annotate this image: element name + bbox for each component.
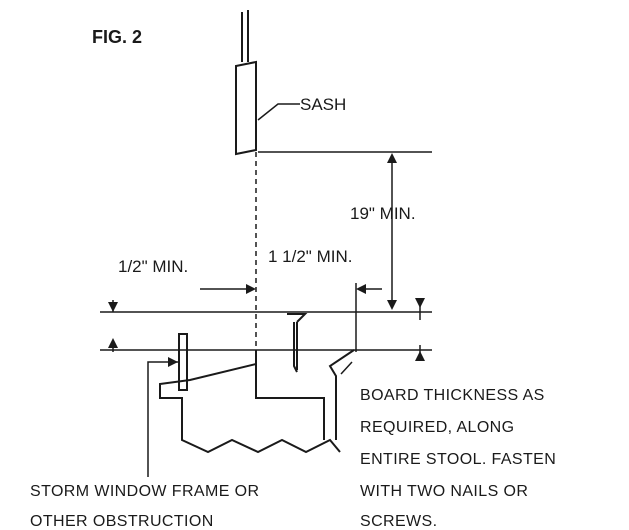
storm-leader-arrow bbox=[168, 357, 178, 367]
stool-profile bbox=[159, 349, 355, 454]
board-leader-line bbox=[340, 361, 353, 375]
right-tick-arrow-upper bbox=[415, 298, 425, 308]
dimension-19-min-label: 19" MIN. bbox=[350, 204, 416, 223]
board-note-line-1: BOARD THICKNESS AS bbox=[360, 387, 545, 404]
storm-leader-line bbox=[147, 361, 178, 477]
half-inch-arrow bbox=[246, 284, 256, 294]
nail bbox=[287, 313, 308, 373]
right-tick-arrow-lower bbox=[415, 351, 425, 361]
storm-note-line-1: STORM WINDOW FRAME OR bbox=[30, 483, 259, 500]
left-arrow-upper bbox=[108, 302, 118, 312]
storm-window-frame bbox=[178, 333, 188, 391]
dimension-19-inch bbox=[387, 153, 397, 310]
board-note-line-4: WITH TWO NAILS OR bbox=[360, 483, 528, 500]
left-arrow-lower bbox=[108, 338, 118, 348]
sash-leader-line bbox=[257, 103, 300, 121]
board-note-line-3: ENTIRE STOOL. FASTEN bbox=[360, 451, 556, 468]
one-half-inch-min-label: 1 1/2" MIN. bbox=[268, 247, 352, 266]
storm-note-line-2: OTHER OBSTRUCTION bbox=[30, 513, 214, 530]
sash-label: SASH bbox=[300, 95, 346, 114]
half-inch-min-label: 1/2" MIN. bbox=[118, 257, 188, 276]
one-half-inch-arrow bbox=[356, 284, 366, 294]
figure-title: FIG. 2 bbox=[92, 27, 142, 47]
board-note-line-2: REQUIRED, ALONG bbox=[360, 419, 514, 436]
board-note-line-5: SCREWS. bbox=[360, 513, 437, 530]
sash bbox=[235, 10, 257, 156]
